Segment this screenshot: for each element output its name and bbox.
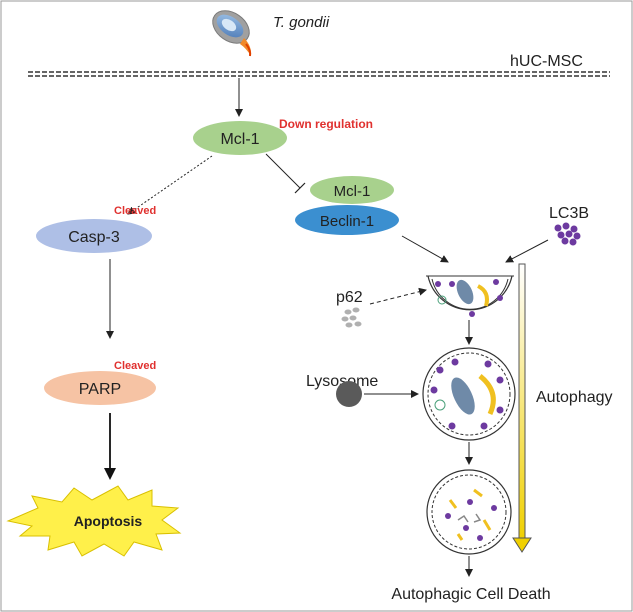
lc3b-icon — [554, 222, 581, 246]
p62-icon — [341, 307, 362, 328]
arrow-p62-to-phagophore — [369, 287, 427, 305]
arrow-mcl1-to-casp3 — [127, 155, 213, 215]
autolysosome-icon — [426, 469, 512, 555]
cell-membrane — [28, 71, 610, 77]
inhibition-bar — [294, 182, 306, 194]
arrow-lc3b-to-phagophore — [505, 239, 549, 263]
mcl1-complex-node — [310, 176, 394, 204]
t-gondii-label: T. gondii — [273, 14, 330, 31]
lc3b-label: LC3B — [549, 205, 589, 222]
lysosome-icon — [336, 381, 362, 407]
parp-cleaved-note: Cleaved — [114, 360, 156, 372]
inhibition-mcl1-to-complex — [265, 153, 301, 189]
autophagosome-icon — [422, 347, 516, 441]
arrow-beclin-to-phagophore — [401, 235, 449, 263]
down-regulation-note: Down regulation — [279, 117, 373, 131]
autophagy-arrow-head — [512, 537, 532, 553]
t-gondii-parasite-icon — [212, 10, 252, 57]
beclin1-label: Beclin-1 — [320, 213, 374, 230]
cell-label: hUC-MSC — [510, 53, 583, 70]
phagophore-icon — [426, 275, 514, 317]
parp-label: PARP — [79, 381, 121, 398]
p62-label: p62 — [336, 289, 363, 306]
lysosome-label: Lysosome — [306, 373, 378, 390]
apoptosis-starburst — [6, 485, 182, 557]
autophagy-label: Autophagy — [536, 389, 613, 406]
mcl1-node — [193, 121, 287, 155]
mcl1-complex-label: Mcl-1 — [334, 183, 371, 200]
beclin1-node — [295, 205, 399, 235]
parp-node — [44, 371, 156, 405]
apoptosis-label: Apoptosis — [74, 513, 143, 529]
mcl1-label: Mcl-1 — [220, 131, 259, 148]
casp3-node — [36, 219, 152, 253]
casp3-cleaved-note: Cleaved — [114, 205, 156, 217]
cell-death-label: Autophagic Cell Death — [391, 586, 550, 603]
casp3-label: Casp-3 — [68, 229, 120, 246]
autophagy-arrow-shaft — [518, 263, 526, 541]
